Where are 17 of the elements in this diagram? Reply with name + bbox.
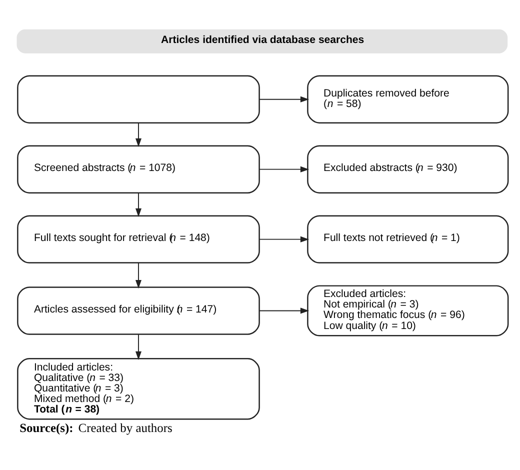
node-box: Screened abstracts (n = 1078) [17,145,260,194]
node-box: Full texts not retrieved (n = 1) [307,215,509,264]
caption: Source(s): Created by authors [20,420,172,435]
node-box: Duplicates removed before (n = 58) [307,75,509,124]
arrow [135,334,142,360]
node-box: Excluded abstracts (n = 930) [307,145,509,194]
arrow [135,122,142,148]
node-box: Included articles: Qualitative (n = 33) Quantitative (n = 3) Mixed method (n = 2) Total (n = 38) [17,358,260,420]
arrow [259,166,310,172]
node-box: Excluded articles: Not empirical (n = 3) Wrong thematic focus (n = 96) Low quality (n = 10) [307,285,509,336]
node-box: Articles identified via database searches [16,29,508,54]
arrow [259,308,310,314]
arrow [259,96,310,102]
arrow [135,262,142,289]
arrow [259,236,310,242]
arrow [135,192,142,217]
node-box [17,75,260,124]
